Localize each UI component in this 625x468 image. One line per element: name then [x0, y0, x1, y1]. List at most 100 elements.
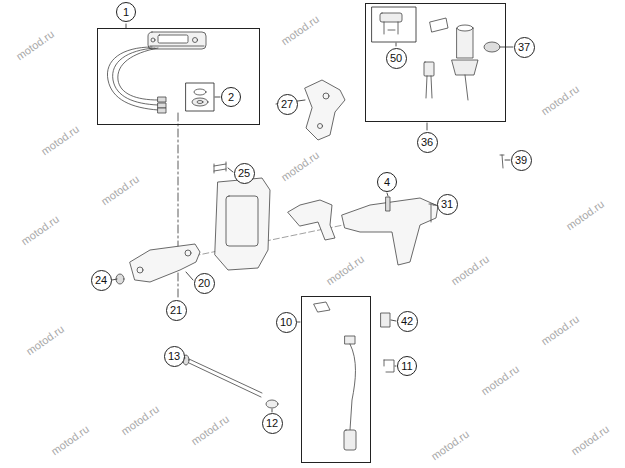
headlight-holder	[215, 178, 270, 270]
instrument-cluster	[193, 38, 198, 43]
callout-number: 27	[281, 98, 293, 110]
watermark: motod.ru	[189, 413, 231, 448]
cluster-bracket	[305, 80, 345, 140]
leader-line	[228, 168, 233, 172]
callout-badge: 24	[91, 270, 112, 291]
switch-set	[452, 60, 478, 75]
callout-number: 50	[390, 52, 402, 64]
callout-circle	[234, 163, 254, 183]
callout-badge: 39	[511, 150, 532, 171]
callout-badge: 21	[166, 300, 187, 321]
callout-circle	[397, 311, 417, 331]
callout-circle	[194, 273, 214, 293]
instrument-cluster	[151, 38, 155, 42]
callout-circle	[378, 173, 397, 192]
leader-line	[215, 97, 220, 98]
callout-number: 10	[280, 316, 292, 328]
center-bracket	[288, 200, 335, 240]
callout-circle	[511, 150, 531, 170]
wiring-loom	[158, 108, 166, 113]
callout-number: 39	[515, 154, 527, 166]
callout-frame: 12	[97, 28, 260, 125]
left-bracket	[130, 244, 200, 282]
callout-number: 2	[228, 91, 234, 103]
callout-badge: 27	[277, 94, 298, 115]
leader-line	[501, 47, 513, 48]
mounting-kit	[186, 83, 214, 111]
leader-line	[427, 123, 428, 130]
watermark: motod.ru	[564, 198, 606, 233]
watermark: motod.ru	[19, 213, 61, 248]
leader-line	[505, 160, 510, 161]
headlight-holder	[214, 162, 226, 173]
exploded-view	[107, 7, 513, 450]
callout-circle	[277, 94, 297, 114]
callout-circle	[222, 88, 241, 107]
watermark: motod.ru	[14, 28, 56, 63]
switch-set	[384, 22, 398, 34]
callout-badge: 12	[262, 413, 283, 434]
callout-badge: 1	[116, 2, 136, 22]
callout-circle	[386, 48, 406, 68]
switch-set	[457, 25, 473, 31]
wiring-loom	[107, 47, 166, 113]
callout-number: 25	[238, 167, 250, 179]
center-bracket	[288, 200, 335, 240]
callout-number: 21	[170, 304, 182, 316]
watermark: motod.ru	[539, 313, 581, 348]
callout-badge: 4	[377, 172, 397, 192]
mounting-kit	[197, 101, 203, 104]
callout-number: 20	[198, 277, 210, 289]
wiring-loom	[113, 48, 158, 105]
cable-set	[344, 430, 356, 450]
callout-number: 42	[401, 315, 413, 327]
right-bracket	[386, 197, 390, 211]
right-bracket	[429, 204, 433, 222]
left-bracket	[185, 250, 191, 256]
watermark: motod.ru	[539, 83, 581, 118]
leader-line	[112, 279, 117, 280]
watermark: motod.ru	[119, 403, 161, 438]
switch-set	[430, 18, 448, 32]
switch-set	[484, 42, 500, 52]
leader-line	[387, 193, 388, 196]
callout-number: 11	[401, 360, 412, 372]
callout-badge: 25	[234, 163, 255, 184]
watermark: motod.ru	[39, 123, 81, 158]
callout-circle	[417, 132, 437, 152]
callout-circle	[437, 194, 457, 214]
cluster-bracket	[323, 93, 329, 99]
bolt	[266, 400, 278, 408]
callout-frame: 10	[301, 296, 371, 463]
callout-number: 13	[168, 350, 180, 362]
callout-circle	[514, 37, 534, 57]
assembly-axis	[150, 113, 440, 297]
leader-line	[396, 43, 397, 46]
watermark: motod.ru	[279, 149, 321, 184]
wiring-loom	[118, 48, 158, 100]
callout-number: 24	[95, 274, 107, 286]
cable-set	[345, 336, 355, 344]
watermark: motod.ru	[279, 13, 321, 48]
watermark: motod.ru	[99, 173, 141, 208]
callout-circle	[91, 270, 111, 290]
leader-line	[272, 409, 273, 412]
callout-number: 12	[266, 417, 278, 429]
leader-line	[395, 366, 396, 367]
callout-badge: 50	[386, 48, 407, 69]
instrument-cluster	[148, 32, 206, 49]
bolt	[189, 359, 262, 397]
callout-number: 37	[518, 41, 530, 53]
wiring-loom	[158, 103, 166, 108]
screw	[500, 155, 504, 168]
headlight-holder	[214, 162, 270, 270]
callout-circle	[164, 346, 184, 366]
leader-line	[186, 272, 193, 280]
callout-circle	[166, 300, 186, 320]
cluster-bracket	[305, 80, 345, 140]
callout-badge: 36	[417, 132, 438, 153]
watermark: motod.ru	[429, 428, 471, 463]
callout-badge: 13	[164, 346, 185, 367]
